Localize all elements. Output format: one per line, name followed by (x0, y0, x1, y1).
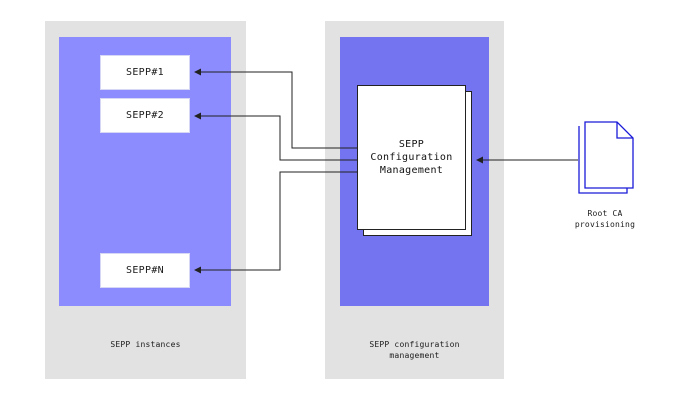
config-doc-line-3: Management (379, 165, 444, 176)
sepp-config-mgmt-caption: SEPP configuration management (325, 339, 504, 361)
file-icon (578, 121, 634, 194)
sepp-instances-caption: SEPP instances (110, 340, 181, 349)
root-ca-caption-line-1: Root CA (587, 209, 623, 218)
connector-to-sepp-2 (194, 112, 357, 161)
connector-to-sepp-1 (194, 68, 357, 149)
connector-to-sepp-n (194, 171, 357, 274)
root-ca-caption-line-2: provisioning (574, 220, 636, 229)
config-doc-title: SEPP Configuration Management (357, 138, 466, 177)
sepp-config-mgmt-caption-line-2: management (389, 351, 440, 360)
root-ca-caption: Root CA provisioning (560, 208, 650, 230)
sepp-instance-1[interactable]: SEPP#1 (100, 55, 190, 90)
config-doc-line-2: Configuration (370, 152, 453, 163)
sepp-instance-2[interactable]: SEPP#2 (100, 98, 190, 133)
sepp-config-mgmt-caption-line-1: SEPP configuration (369, 340, 460, 349)
sepp-instance-n[interactable]: SEPP#N (100, 253, 190, 288)
config-doc-line-1: SEPP (398, 139, 425, 150)
config-doc[interactable] (357, 85, 466, 230)
